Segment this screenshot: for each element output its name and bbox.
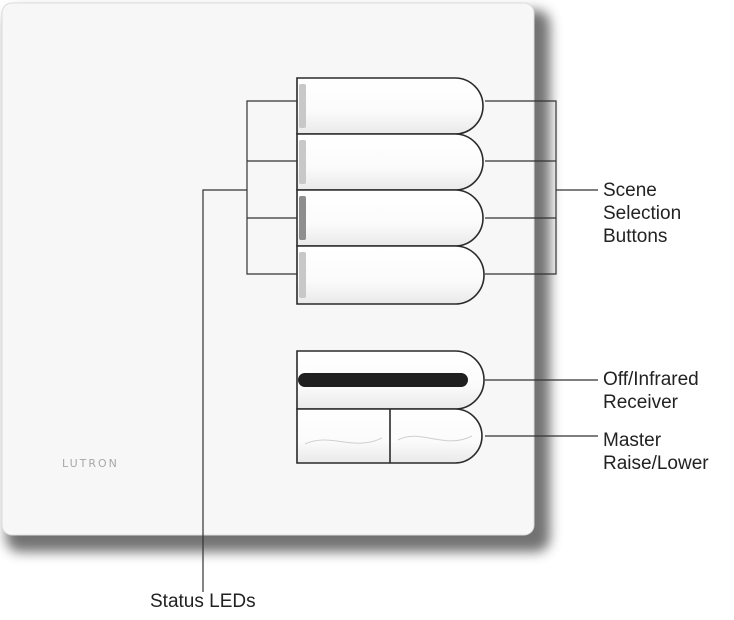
status-leds-label: Status LEDs (150, 591, 256, 612)
lower-wave-mark (304, 437, 383, 445)
status-led-leader (202, 189, 247, 592)
master-raise-button[interactable] (390, 410, 480, 462)
off-infrared-label: Off/Infrared Receiver (603, 368, 699, 414)
scene-button-4[interactable] (296, 245, 485, 305)
off-ir-label-line-2: Receiver (603, 392, 678, 413)
scene-label-line-2: Selection (603, 203, 682, 224)
off-ir-label-line-1: Off/Infrared (603, 369, 699, 390)
scene-label-line-1: Scene (603, 180, 657, 201)
scene-label-line-3: Buttons (603, 226, 668, 247)
raise-wave-mark (397, 435, 473, 442)
scene-button-1[interactable] (296, 77, 484, 135)
off-infrared-button[interactable] (296, 350, 485, 410)
callout-lines (202, 100, 598, 592)
lutron-logo: LUTRON (62, 457, 119, 470)
scene-button-2[interactable] (296, 133, 484, 191)
scene-button-3[interactable] (296, 189, 484, 247)
master-lower-button[interactable] (298, 410, 389, 462)
status-led-4 (299, 252, 306, 298)
status-led-1 (299, 84, 306, 128)
master-raise-lower (296, 408, 483, 464)
master-label-line-2: Raise/Lower (603, 453, 709, 474)
scene-buttons (296, 77, 485, 305)
status-led-bracket (246, 100, 297, 275)
infrared-receiver-bar (298, 373, 468, 387)
master-raise-lower-label: Master Raise/Lower (603, 429, 709, 475)
scene-selection-label: Scene Selection Buttons (603, 179, 681, 248)
master-label-line-1: Master (603, 430, 662, 451)
status-led-3 (299, 196, 306, 240)
scene-bracket (485, 100, 557, 275)
status-led-2 (299, 140, 306, 184)
